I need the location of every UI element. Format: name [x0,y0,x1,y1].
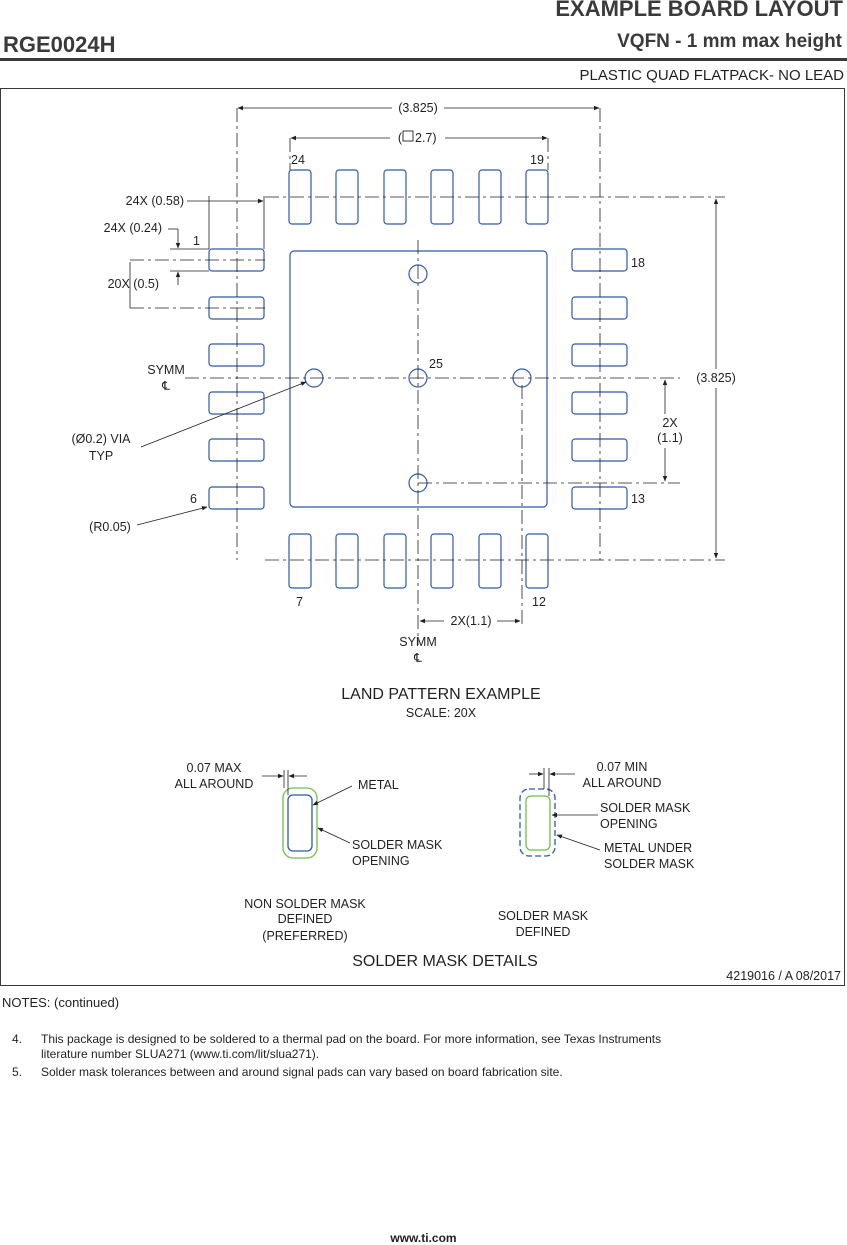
package-type: PLASTIC QUAD FLATPACK- NO LEAD [579,67,845,84]
pad-13 [571,486,628,510]
pad-6 [208,486,265,510]
pin-label-6: 6 [190,492,197,506]
pad-4 [208,391,265,415]
note-5-number: 5. [12,1065,23,1079]
nsmd-metal-label: METAL [358,778,399,792]
pad-3 [208,343,265,367]
note-4-line-2: literature number SLUA271 (www.ti.com/li… [41,1047,320,1061]
smd-caption-2: DEFINED [516,925,571,939]
thermal-pad [289,250,548,508]
pin-label-18: 18 [631,256,645,270]
dim-via-label: (Ø0.2) VIA [71,432,131,446]
smd-caption-1: SOLDER MASK [498,909,589,923]
dim-via-typ: TYP [89,449,113,463]
smd-mask-opening [525,795,551,851]
pad-12 [525,533,549,589]
pad-11 [478,533,502,589]
dim-corner-radius: (R0.05) [89,520,131,534]
pin-label-13: 13 [631,492,645,506]
pad-9 [383,533,407,589]
pin-label-1: 1 [193,234,200,248]
package-code: RGE0024H [3,32,116,57]
dim-via-v: (1.1) [657,431,683,445]
pad-5 [208,438,265,462]
note-4-line-1: This package is designed to be soldered … [41,1032,662,1046]
pin-labels: 1 6 7 12 13 18 19 24 25 [190,153,645,609]
nsmd-opening-2: OPENING [352,854,410,868]
pin-label-25: 25 [429,357,443,371]
smd-clearance-2: ALL AROUND [583,776,662,790]
nsmd-caption-3: (PREFERRED) [262,929,347,943]
note-5-line-1: Solder mask tolerances between and aroun… [41,1065,563,1079]
land-pattern-title: LAND PATTERN EXAMPLE [341,686,540,703]
smd-opening-2: OPENING [600,817,658,831]
nsmd-clearance-2: ALL AROUND [175,777,254,791]
notes-heading: NOTES: (continued) [2,995,120,1010]
dim-via-v-count: 2X [662,416,678,430]
package-description: VQFN - 1 mm max height [617,31,842,52]
note-4-number: 4. [12,1032,23,1046]
nsmd-caption-2: DEFINED [278,912,333,926]
pin-label-12: 12 [532,595,546,609]
symmetry-labels: SYMM ℄ SYMM ℄ [147,363,437,665]
pin-label-7: 7 [296,595,303,609]
nsmd-metal-pad [287,794,313,852]
pad-14 [571,438,628,462]
center-lines [130,108,725,645]
dim-pad-length: 24X (0.58) [126,194,184,208]
dim-pad-width: 24X (0.24) [104,221,162,235]
centerline-symbol-horizontal: ℄ [161,379,170,393]
dim-overall-height: (3.825) [696,371,736,385]
smd-clearance-1: 0.07 MIN [597,760,648,774]
header-rule [0,58,847,61]
smd-metal-pad [519,788,556,857]
centerline-symbol-vertical: ℄ [413,651,422,665]
pad-17 [571,296,628,320]
dimension-labels: (3.825) ( 2.7) 24X (0.58) 24X (0.24) 20X… [71,101,735,628]
pad-15 [571,391,628,415]
pin-label-19: 19 [530,153,544,167]
nsmd-mask-opening [282,787,318,859]
nsmd-detail: 0.07 MAX ALL AROUND METAL SOLDER MASK OP… [175,761,443,943]
smd-metal-1: METAL UNDER [604,841,692,855]
symm-label-horizontal: SYMM [147,363,185,377]
dim-overall-width: (3.825) [398,101,438,115]
dimension-lines [129,105,719,624]
pad-16 [571,343,628,367]
drawing-frame [0,88,845,986]
pin-label-24: 24 [291,153,305,167]
pad-18 [571,248,628,272]
smd-opening-1: SOLDER MASK [600,801,691,815]
dim-body-square: 2.7) [415,131,437,145]
dim-body-open: ( [398,131,403,145]
symm-label-vertical: SYMM [399,635,437,649]
dim-via-h: 2X(1.1) [451,614,492,628]
document-id: 4219016 / A 08/2017 [726,969,841,983]
nsmd-clearance-1: 0.07 MAX [187,761,243,775]
footer-website-link[interactable]: www.ti.com [390,1231,457,1245]
nsmd-caption-1: NON SOLDER MASK [244,897,366,911]
pad-10 [430,533,454,589]
pad-8 [335,533,359,589]
smd-metal-2: SOLDER MASK [604,857,695,871]
land-pattern-drawing: (3.825) ( 2.7) 24X (0.58) 24X (0.24) 20X… [71,101,841,983]
dim-pitch: 20X (0.5) [108,277,159,291]
land-pattern-scale: SCALE: 20X [406,706,477,720]
smd-detail: 0.07 MIN ALL AROUND SOLDER MASK OPENING … [498,760,695,939]
pad-7 [288,533,312,589]
square-symbol [402,130,414,142]
solder-mask-title: SOLDER MASK DETAILS [352,953,538,970]
drawing-title: EXAMPLE BOARD LAYOUT [555,0,843,21]
nsmd-opening-1: SOLDER MASK [352,838,443,852]
